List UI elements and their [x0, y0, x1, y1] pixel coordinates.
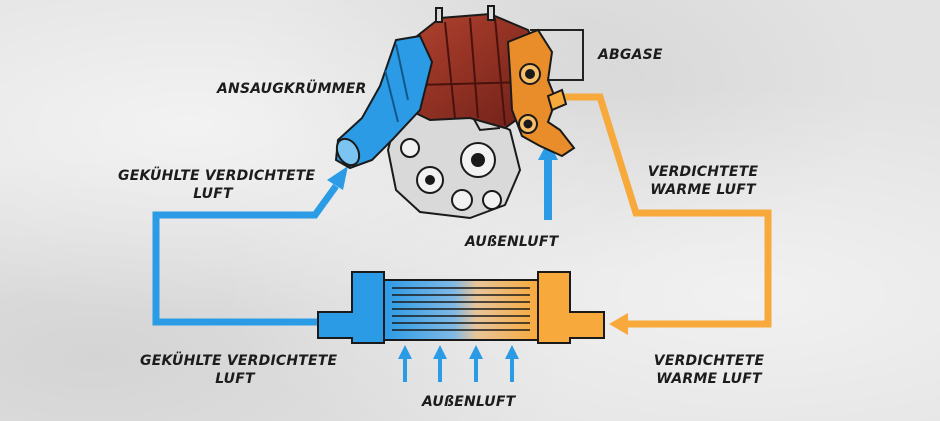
- engine: [334, 5, 576, 220]
- warm-air-pipe-right: [548, 93, 772, 328]
- label-warm-air-top: VERDICHTETE WARME LUFT: [647, 164, 759, 198]
- label-abgase: ABGASE: [598, 47, 663, 63]
- label-outside-air-engine: AUßENLUFT: [465, 234, 559, 250]
- cooler-outside-air-arrows: [398, 345, 519, 382]
- cooled-air-pipe-left: [152, 183, 339, 326]
- cooled-air-arrowhead: [327, 166, 348, 190]
- label-cooled-air-top: GEKÜHLTE VERDICHTETE LUFT: [118, 168, 316, 202]
- intercooler: [317, 271, 605, 344]
- label-cooled-air-bottom: GEKÜHLTE VERDICHTETE LUFT: [140, 353, 338, 387]
- warm-air-arrowhead: [609, 313, 628, 335]
- label-outside-air-cooler: AUßENLUFT: [422, 394, 516, 410]
- label-ansaugkruemmer: ANSAUGKRÜMMER: [217, 81, 367, 97]
- label-warm-air-bottom: VERDICHTETE WARME LUFT: [653, 353, 765, 387]
- abgase-bracket: [530, 29, 584, 81]
